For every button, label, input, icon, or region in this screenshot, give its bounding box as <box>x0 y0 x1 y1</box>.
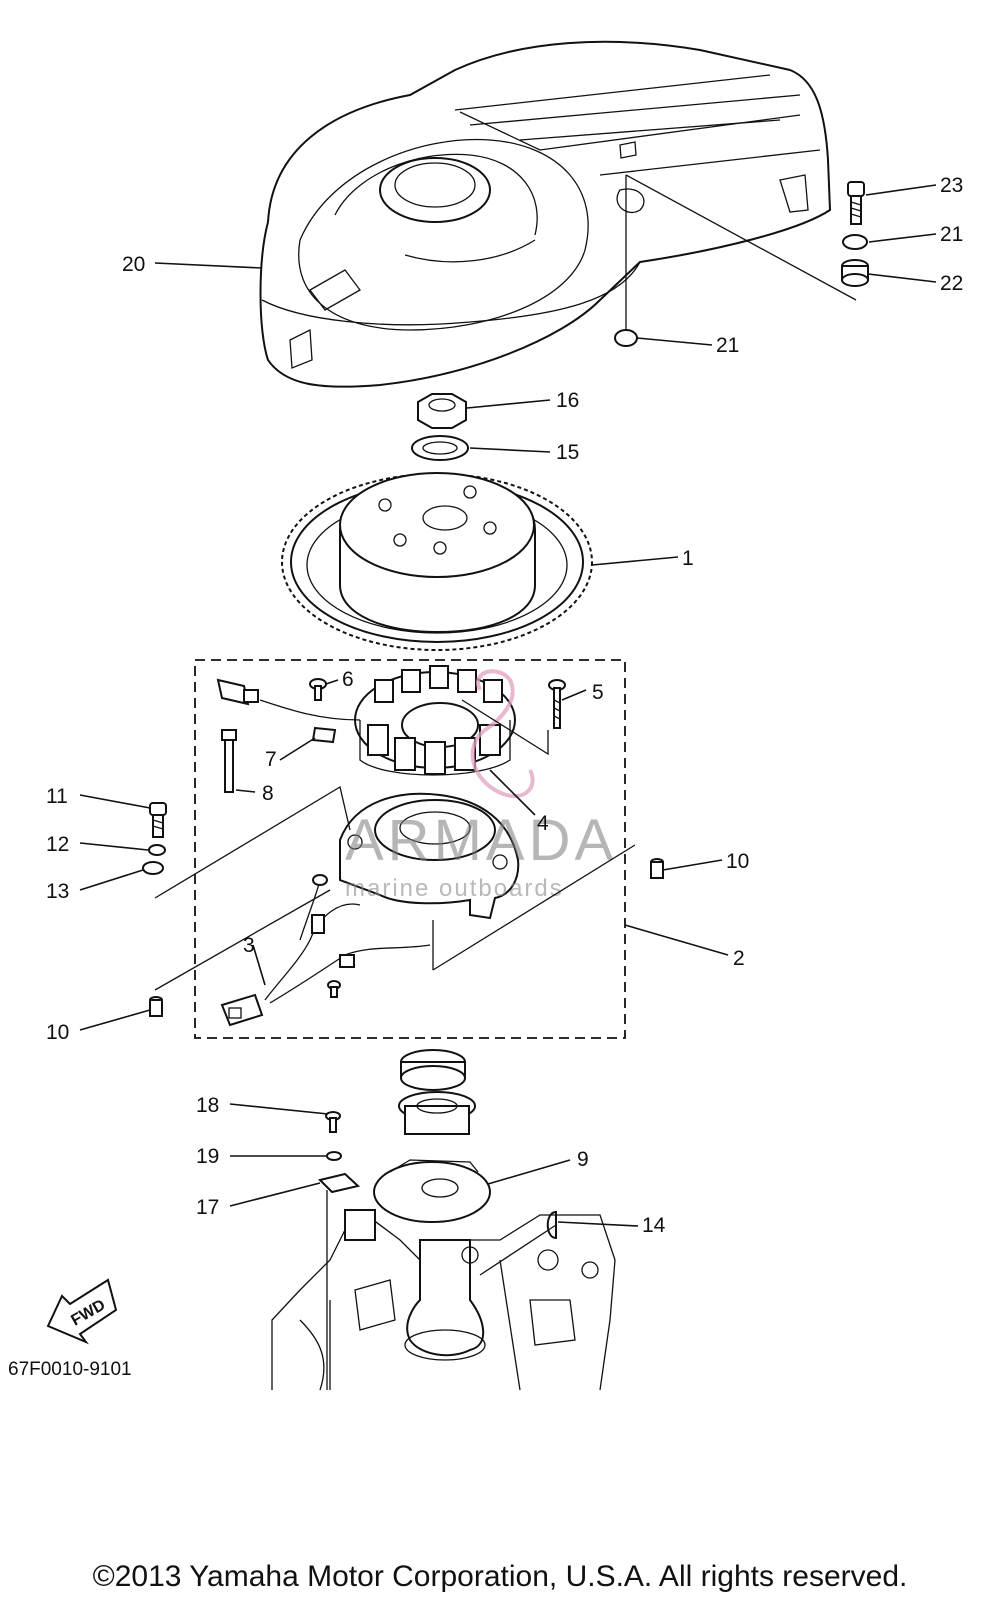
washer-13[interactable] <box>142 861 164 875</box>
collar-21-lower[interactable] <box>614 329 638 347</box>
washer-19[interactable] <box>326 1151 342 1161</box>
callout-15: 15 <box>556 441 579 464</box>
callout-7: 7 <box>265 748 277 771</box>
flywheel-magneto[interactable] <box>281 472 593 651</box>
callout-23: 23 <box>940 174 963 197</box>
lock-washer-12[interactable] <box>148 844 166 856</box>
watermark-tagline: marine outboards <box>345 875 564 902</box>
callout-10-right: 10 <box>726 850 749 873</box>
callout-4: 4 <box>537 812 549 835</box>
drawing-code: 67F0010-9101 <box>8 1359 132 1380</box>
callout-6: 6 <box>342 668 354 691</box>
watermark-brand: ARMADA <box>345 808 617 873</box>
callout-3: 3 <box>243 934 255 957</box>
callout-10-left: 10 <box>46 1021 69 1044</box>
callout-11: 11 <box>46 785 68 808</box>
screw-5[interactable] <box>548 679 566 729</box>
callout-20: 20 <box>122 253 145 276</box>
stator-base-plate[interactable] <box>339 792 520 920</box>
crankcase-block[interactable] <box>271 1209 616 1391</box>
cable-tie-8[interactable] <box>221 729 237 793</box>
callout-labels: 23 21 22 20 21 16 15 1 6 5 7 8 4 11 12 1… <box>46 174 963 1237</box>
stator-coil[interactable] <box>354 665 516 776</box>
coil-lead-wire[interactable] <box>216 678 361 721</box>
stator-assembly-outline <box>194 659 626 1039</box>
callout-5: 5 <box>592 681 604 704</box>
crank-nut-ring[interactable] <box>400 1049 466 1091</box>
collar-21-upper[interactable] <box>842 234 868 250</box>
nut-16[interactable] <box>417 393 467 429</box>
wire-harness[interactable] <box>220 874 431 1027</box>
callout-17: 17 <box>196 1196 219 1219</box>
callout-18: 18 <box>196 1094 219 1117</box>
callout-8: 8 <box>262 782 274 805</box>
callout-16: 16 <box>556 389 579 412</box>
callout-9: 9 <box>577 1148 589 1171</box>
pulser-plate-9[interactable] <box>373 1159 491 1223</box>
armada-watermark: ARMADA marine outboards <box>345 669 617 902</box>
flywheel-cover[interactable] <box>259 40 832 388</box>
bolt-11[interactable] <box>149 802 167 838</box>
woodruff-key-14[interactable] <box>546 1210 557 1240</box>
cover-bolt-23[interactable] <box>847 181 865 225</box>
screw-18[interactable] <box>325 1111 341 1133</box>
plate-17[interactable] <box>318 1172 361 1194</box>
callout-22: 22 <box>940 272 963 295</box>
callout-14: 14 <box>642 1214 666 1237</box>
drive-sleeve[interactable] <box>398 1091 476 1135</box>
callout-13: 13 <box>46 880 69 903</box>
callout-21-upper: 21 <box>940 223 963 246</box>
dowel-pin-10-right[interactable] <box>650 858 664 879</box>
callout-1: 1 <box>682 547 694 570</box>
copyright-notice: ©2013 Yamaha Motor Corporation, U.S.A. A… <box>92 1560 908 1593</box>
grommet-22[interactable] <box>841 259 869 287</box>
screw-6[interactable] <box>309 678 327 701</box>
callout-19: 19 <box>196 1145 219 1168</box>
leader-lines <box>79 174 937 1390</box>
callout-2: 2 <box>733 947 745 970</box>
forward-direction-arrow: FWD <box>46 1278 118 1345</box>
dowel-pin-10-left[interactable] <box>149 996 163 1017</box>
callout-21-lower: 21 <box>716 334 739 357</box>
clamp-7[interactable] <box>311 726 337 744</box>
callout-12: 12 <box>46 833 69 856</box>
washer-15[interactable] <box>411 435 469 461</box>
